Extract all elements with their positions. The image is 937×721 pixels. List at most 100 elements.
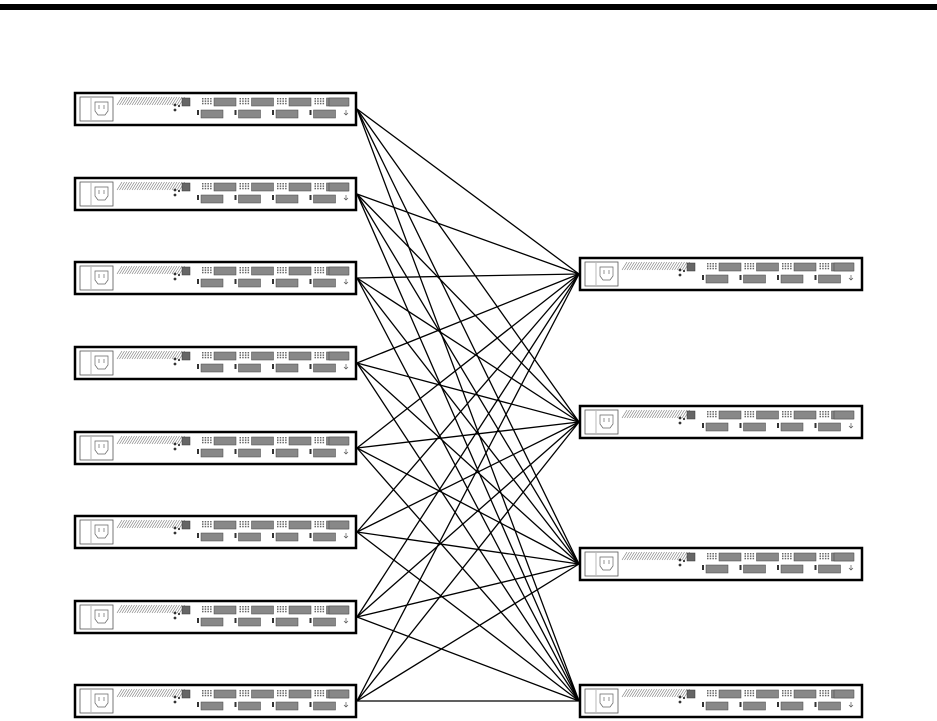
status-led-icon — [174, 532, 177, 535]
status-led-icon — [679, 696, 682, 699]
network-port-icon — [314, 364, 336, 372]
port-led-icon — [310, 533, 312, 538]
status-led-icon — [178, 697, 180, 699]
port-led-icon — [272, 533, 274, 538]
link-leaf6-spine3 — [357, 532, 579, 564]
console-port-icon — [687, 411, 695, 419]
port-led-icon — [702, 565, 704, 570]
power-socket-icon — [585, 689, 618, 713]
leaf-switch-1 — [75, 93, 356, 125]
network-port-icon — [289, 690, 311, 698]
status-led-icon — [174, 617, 177, 620]
status-led-icon — [178, 528, 180, 530]
status-led-icon — [174, 273, 177, 276]
network-port-icon — [329, 267, 349, 275]
network-port-icon — [719, 690, 741, 698]
port-led-icon — [702, 702, 704, 707]
port-led-icon — [272, 702, 274, 707]
network-port-icon — [201, 702, 223, 710]
port-led-icon — [815, 565, 817, 570]
network-port-icon — [329, 606, 349, 614]
leaf-switch-7 — [75, 601, 356, 633]
console-port-icon — [182, 606, 190, 614]
link-leaf7-spine1 — [357, 274, 579, 617]
console-port-icon — [182, 267, 190, 275]
network-port-icon — [719, 263, 741, 271]
network-port-icon — [329, 437, 349, 445]
network-port-icon — [314, 533, 336, 541]
link-leaf1-spine2 — [357, 109, 579, 422]
network-port-icon — [819, 275, 841, 283]
status-led-icon — [679, 417, 682, 420]
network-port-icon — [239, 195, 261, 203]
port-led-icon — [815, 423, 817, 428]
status-led-icon — [178, 444, 180, 446]
network-port-icon — [289, 437, 311, 445]
port-led-icon — [272, 364, 274, 369]
status-led-icon — [174, 363, 177, 366]
port-led-icon — [235, 618, 237, 623]
power-socket-icon — [80, 436, 113, 460]
network-port-icon — [239, 618, 261, 626]
status-led-icon — [174, 109, 177, 112]
link-leaf8-spine3 — [357, 564, 579, 701]
port-led-icon — [702, 423, 704, 428]
port-led-icon — [235, 449, 237, 454]
network-port-icon — [201, 195, 223, 203]
status-led-icon — [174, 278, 177, 281]
link-leaf7-spine2 — [357, 422, 579, 617]
power-socket-icon — [585, 262, 618, 286]
port-led-icon — [272, 279, 274, 284]
status-led-icon — [174, 701, 177, 704]
port-led-icon — [272, 449, 274, 454]
console-port-icon — [182, 437, 190, 445]
network-port-icon — [252, 267, 274, 275]
link-leaf6-spine4 — [357, 532, 579, 701]
power-socket-icon — [585, 410, 618, 434]
status-led-icon — [683, 697, 685, 699]
network-port-icon — [819, 702, 841, 710]
port-led-icon — [777, 565, 779, 570]
console-port-icon — [687, 263, 695, 271]
port-led-icon — [197, 110, 199, 115]
console-port-icon — [182, 98, 190, 106]
network-port-icon — [276, 110, 298, 118]
link-leaf7-spine3 — [357, 564, 579, 617]
network-port-icon — [214, 352, 236, 360]
port-led-icon — [740, 702, 742, 707]
network-port-icon — [794, 411, 816, 419]
network-port-icon — [239, 279, 261, 287]
network-port-icon — [314, 618, 336, 626]
network-port-icon — [201, 618, 223, 626]
network-port-icon — [794, 553, 816, 561]
network-port-icon — [201, 110, 223, 118]
port-led-icon — [197, 279, 199, 284]
network-port-icon — [819, 423, 841, 431]
leaf-switch-2 — [75, 178, 356, 210]
status-led-icon — [178, 105, 180, 107]
port-led-icon — [740, 275, 742, 280]
link-leaf1-spine3 — [357, 109, 579, 564]
network-port-icon — [794, 690, 816, 698]
network-port-icon — [289, 183, 311, 191]
network-port-icon — [276, 364, 298, 372]
link-leaf6-spine1 — [357, 274, 579, 532]
status-led-icon — [679, 559, 682, 562]
network-port-icon — [252, 352, 274, 360]
network-port-icon — [834, 553, 854, 561]
power-socket-icon — [80, 351, 113, 375]
network-port-icon — [276, 702, 298, 710]
network-port-icon — [214, 521, 236, 529]
network-port-icon — [239, 702, 261, 710]
network-port-icon — [239, 364, 261, 372]
port-led-icon — [197, 618, 199, 623]
network-port-icon — [744, 702, 766, 710]
network-port-icon — [201, 279, 223, 287]
port-led-icon — [310, 449, 312, 454]
network-port-icon — [781, 275, 803, 283]
status-led-icon — [683, 418, 685, 420]
port-led-icon — [272, 195, 274, 200]
console-port-icon — [182, 521, 190, 529]
network-port-icon — [744, 275, 766, 283]
status-led-icon — [679, 701, 682, 704]
